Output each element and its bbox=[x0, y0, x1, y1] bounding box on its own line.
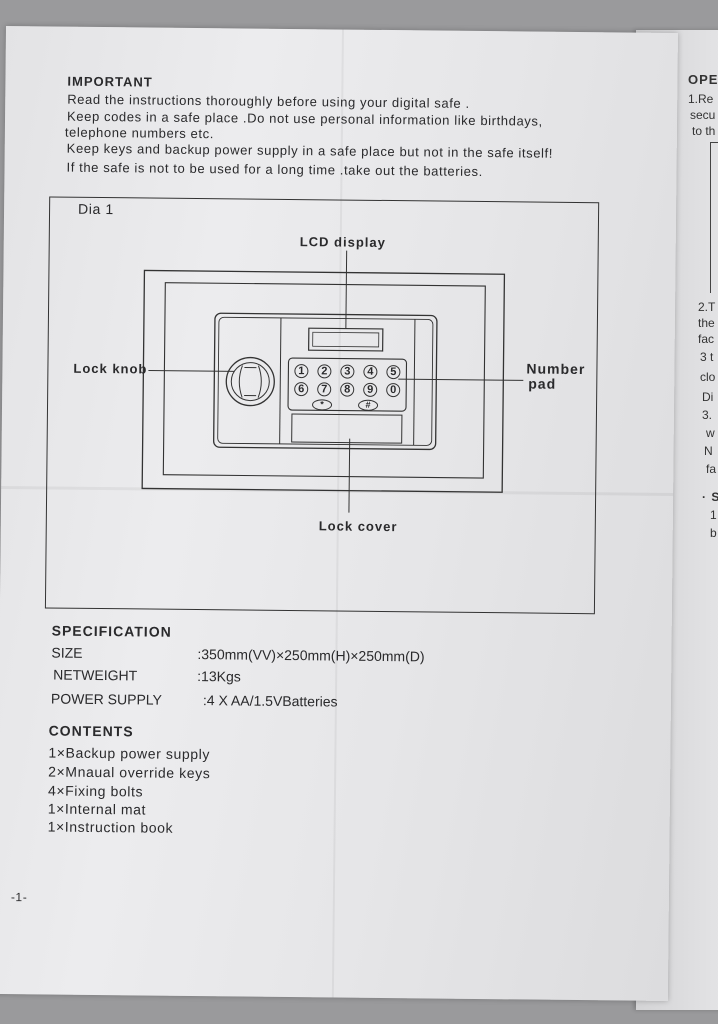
next-page-fragment: 2.T bbox=[698, 300, 716, 314]
keypad-key-star: * bbox=[311, 399, 333, 411]
important-line: If the safe is not to be used for a long… bbox=[66, 159, 483, 180]
keypad-key-hash: # bbox=[357, 399, 379, 411]
keypad-key: 3 bbox=[340, 364, 355, 379]
next-page-fragment: to th bbox=[692, 124, 716, 138]
next-page-diagram-box bbox=[710, 142, 718, 293]
keypad-key: 6 bbox=[294, 382, 309, 397]
next-page-heading: OPE bbox=[688, 72, 718, 87]
lock-cover-label: Lock cover bbox=[318, 518, 398, 535]
contents-item: 1×Backup power supply bbox=[48, 744, 211, 763]
number-pad-label: pad bbox=[528, 375, 557, 392]
next-page-fragment: N bbox=[704, 444, 713, 458]
contents-item: 4×Fixing bolts bbox=[47, 782, 144, 800]
lcd-display-label: LCD display bbox=[299, 234, 386, 250]
lock-knob-label: Lock knob bbox=[73, 360, 148, 377]
next-page-fragment: fa bbox=[706, 462, 717, 476]
next-page-fragment: · S bbox=[702, 490, 718, 504]
important-heading: IMPORTANT bbox=[67, 73, 153, 90]
contents-heading: CONTENTS bbox=[48, 722, 134, 740]
next-page-fragment: 1 bbox=[710, 508, 717, 522]
next-page-fragment: 3. bbox=[702, 408, 713, 422]
safe-drawing bbox=[141, 250, 524, 513]
next-page-fragment: clo bbox=[700, 370, 716, 384]
important-line: telephone numbers etc. bbox=[64, 124, 215, 142]
contents-item: 1×Internal mat bbox=[47, 800, 147, 818]
page-number: -1- bbox=[10, 890, 28, 905]
keypad-key: 0 bbox=[386, 383, 401, 398]
keypad-key: 4 bbox=[363, 364, 378, 379]
spec-label: POWER SUPPLY bbox=[50, 690, 163, 708]
next-page-fragment: 1.Re bbox=[688, 92, 714, 106]
keypad-key: 2 bbox=[317, 364, 332, 379]
keypad: 1 2 3 4 5 6 7 8 9 0 * # bbox=[292, 364, 408, 411]
next-page-fragment: Di bbox=[702, 390, 714, 404]
spec-value: :13Kgs bbox=[197, 668, 241, 685]
important-line: Keep keys and backup power supply in a s… bbox=[66, 140, 554, 161]
keypad-key: 5 bbox=[386, 365, 401, 380]
spec-value: :4 X AA/1.5VBatteries bbox=[202, 692, 338, 710]
next-page-fragment: fac bbox=[698, 332, 715, 346]
keypad-key: 7 bbox=[317, 382, 332, 397]
keypad-key: 8 bbox=[340, 382, 355, 397]
next-page-fragment: 3 t bbox=[700, 350, 714, 364]
spec-label: SIZE bbox=[51, 644, 83, 661]
spec-value: :350mm(VV)×250mm(H)×250mm(D) bbox=[197, 646, 425, 665]
contents-item: 2×Mnaual override keys bbox=[48, 763, 211, 782]
next-page-fragment: b bbox=[710, 526, 717, 540]
important-line: Read the instructions thoroughly before … bbox=[67, 91, 470, 111]
spec-label: NETWEIGHT bbox=[53, 666, 138, 684]
next-page-fragment: secu bbox=[690, 108, 716, 122]
manual-page: IMPORTANT Read the instructions thorough… bbox=[0, 26, 678, 1001]
next-page-fragment: the bbox=[698, 316, 715, 330]
safe-diagram: Dia 1 1 2 3 4 5 bbox=[44, 196, 600, 615]
specification-heading: SPECIFICATION bbox=[51, 622, 172, 640]
contents-item: 1×Instruction book bbox=[47, 818, 174, 836]
keypad-key: 1 bbox=[294, 364, 309, 379]
next-page-fragment: w bbox=[706, 426, 715, 440]
keypad-key: 9 bbox=[363, 382, 378, 397]
